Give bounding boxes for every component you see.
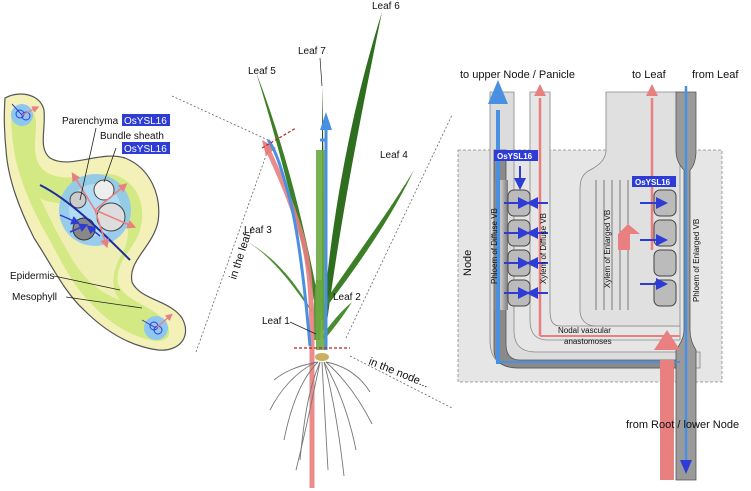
stem [316,150,325,350]
leaf-label-6: Leaf 6 [372,1,400,12]
bundle-sheath-badge-bg [122,142,170,154]
leaf-4-blade [326,170,414,305]
roots [269,361,373,477]
nodal-anastomoses-label-2: anastomoses [564,337,612,346]
diffuse-badge-bg [494,150,538,161]
xylem-enlarged-red-arrow [618,224,640,250]
upper-red-arrowhead [534,84,546,96]
phloem-enlarged-label: Phloem of Enlarged VB [692,219,701,302]
stem-red-flow [265,148,315,488]
small-vascular-bundle-top [11,103,40,126]
from-root-red-flow [660,360,674,480]
basal-node [315,353,329,361]
from-leaf-blue-arrowhead [680,460,692,474]
main-vascular-bundle [39,172,137,261]
in-the-node-label: in the node... [367,356,430,391]
leaf-label-1: Leaf 1 [262,316,290,327]
node-label: Node [462,250,474,276]
to-leaf-label: to Leaf [632,69,667,81]
node-zoom-connector-top [345,114,453,339]
leaf-6-blade [322,12,382,330]
bundle-sheath-badge: OsYSL16 [124,144,167,155]
small-vascular-bundle-bottom [141,313,173,340]
node-zoom-connector-bottom [349,355,453,409]
diffuse-blue-transfer-arrows [504,166,548,299]
leaf-label-7: Leaf 7 [298,46,326,57]
xylem-diffuse-label: Xylem of Diffuse VB [539,213,548,284]
parenchyma-leader [79,127,97,201]
upper-blue-arrowhead [488,80,508,104]
epidermis-label: Epidermis [10,271,54,282]
nodal-anastomoses-label-1: Nodal vascular [558,326,611,335]
mesophyll-label: Mesophyll [12,292,57,303]
parenchyma-badge: OsYSL16 [124,116,167,127]
enlarged-badge-bg [632,176,676,187]
enlarged-badge: OsYSL16 [635,178,671,187]
leaf-cross-section: Parenchyma OsYSL16 Bundle sheath OsYSL16… [3,93,187,351]
diffuse-vb-tube [489,91,701,369]
from-root-label: from Root / lower Node [626,419,739,431]
epidermis-leader [53,275,121,291]
xylem-enlarged-label: Xylem of Enlarged VB [603,210,612,288]
stem-blue-arrowhead [320,112,332,130]
node-diagram: OsYSL16 OsYSL16 Phloem of Diffuse VB Xyl… [457,69,739,481]
stem-red-arrowhead [262,140,276,156]
to-upper-label: to upper Node / Panicle [460,69,575,81]
parenchyma-badge-bg [122,114,170,126]
leaf-label-5: Leaf 5 [248,66,276,77]
leaf-7-leader [319,57,323,87]
rice-plant [248,12,414,488]
from-leaf-label: from Leaf [692,69,739,81]
to-leaf-red-arrowhead [646,84,658,96]
from-root-red-arrowhead [654,330,680,350]
leaf-zoom-connector-top [171,95,269,141]
bundle-sheath-leader [103,147,117,183]
leaf-2-blade [322,302,352,340]
parenchyma-label: Parenchyma [62,116,119,127]
leaf-label-2: Leaf 2 [333,292,361,303]
leaf-1-leader [289,321,317,335]
enlarged-blue-transfer-arrows [640,197,668,290]
phloem-diffuse-label: Phloem of Diffuse VB [490,208,499,284]
leaf-zoom-connector-bottom [195,149,269,353]
mesophyll-leader [65,296,143,309]
upper-node-marker [261,127,297,149]
leaf-label-4: Leaf 4 [380,150,408,161]
diffuse-badge: OsYSL16 [497,152,533,161]
leaf-label-3: Leaf 3 [244,225,272,236]
bundle-sheath-label: Bundle sheath [100,131,164,142]
